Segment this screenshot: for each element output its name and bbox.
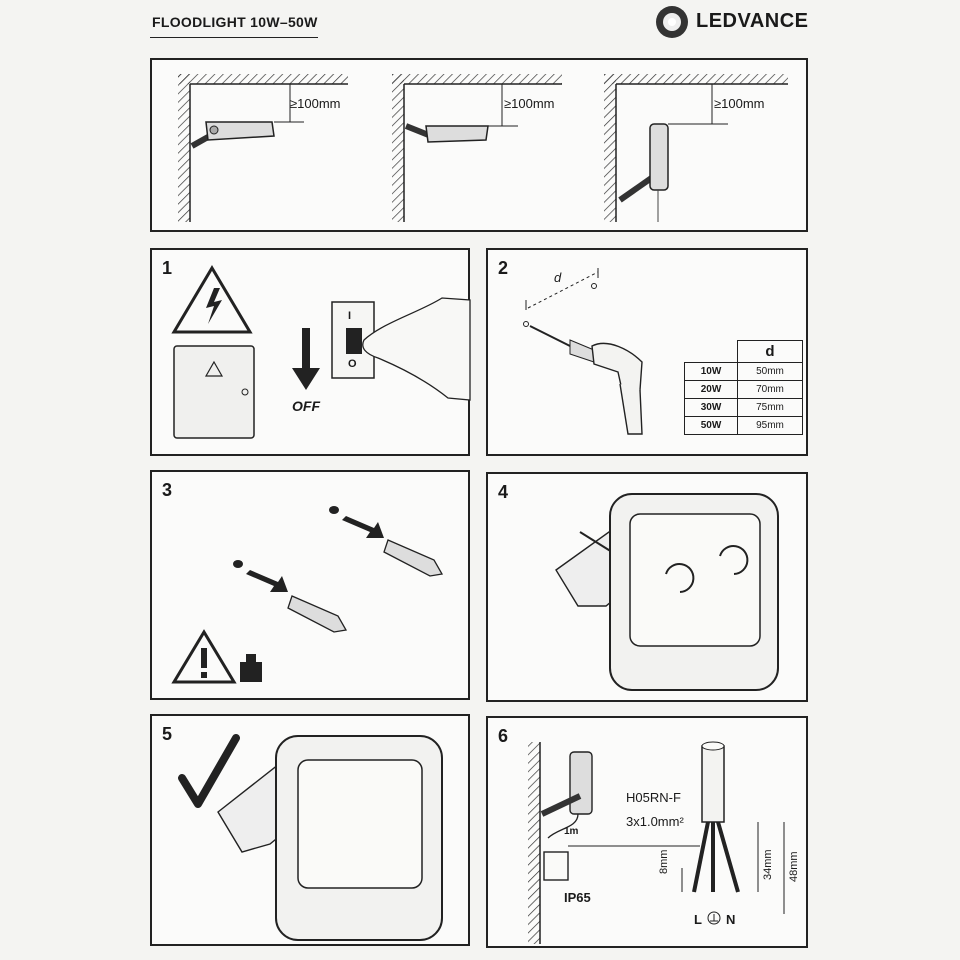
dimension-34mm: 34mm bbox=[762, 849, 774, 880]
dimension-48mm: 48mm bbox=[788, 851, 800, 882]
clearance-label-1: ≥100mm bbox=[290, 96, 341, 111]
clearance-label-2: ≥100mm bbox=[504, 96, 555, 111]
warning-icon bbox=[171, 629, 237, 684]
step-number: 4 bbox=[498, 482, 509, 502]
ceiling-wall-1 bbox=[178, 74, 348, 222]
step-number: 1 bbox=[162, 258, 173, 278]
hand-icon bbox=[362, 297, 471, 401]
step-number: 6 bbox=[498, 726, 509, 746]
wall-plug-icon bbox=[287, 539, 444, 633]
off-label: OFF bbox=[292, 398, 320, 414]
step1-panel: 1 I O OFF bbox=[150, 248, 471, 456]
floodlight-side-icon bbox=[540, 751, 593, 839]
terminal-n-label: N bbox=[726, 912, 736, 927]
step3-panel: 3 bbox=[150, 470, 470, 700]
mounting-panel: ≥100mm ≥100mm ≥100mm bbox=[150, 58, 808, 232]
weight-icon bbox=[240, 654, 262, 682]
floodlight-body-icon bbox=[609, 493, 779, 691]
ceiling-wall-2 bbox=[392, 74, 562, 222]
cable-spec-label: 3x1.0mm² bbox=[626, 814, 684, 829]
ceiling-wall-3 bbox=[604, 74, 788, 222]
step-number: 5 bbox=[162, 724, 173, 744]
wiring-illustration bbox=[528, 741, 785, 944]
ground-icon bbox=[707, 911, 721, 925]
wall-plug-illustration bbox=[171, 506, 444, 684]
clearance-label-3: ≥100mm bbox=[714, 96, 765, 111]
brand-logo: LEDVANCE bbox=[654, 4, 814, 40]
title-rule bbox=[150, 37, 318, 38]
wall-icon bbox=[528, 742, 541, 944]
floodlight-body-icon bbox=[275, 735, 443, 941]
dimension-lines bbox=[681, 822, 785, 914]
left-arrow-icon bbox=[246, 516, 384, 592]
fuse-box-icon bbox=[173, 345, 255, 439]
mounting-illustration bbox=[178, 74, 788, 222]
drill-illustration bbox=[523, 268, 643, 435]
drill-spacing-marks bbox=[523, 268, 599, 327]
step4-panel: 4 bbox=[486, 472, 808, 702]
step-number: 3 bbox=[162, 480, 173, 500]
terminal-l-label: L bbox=[694, 912, 702, 927]
step-number: 2 bbox=[498, 258, 509, 278]
switch-off-mark: O bbox=[348, 358, 357, 370]
rotate-arrow-icon bbox=[665, 545, 749, 593]
step6-panel: 6 bbox=[486, 716, 808, 948]
mounting-bracket-illustration bbox=[555, 493, 779, 691]
checkmark-icon bbox=[178, 734, 240, 808]
table-header: d bbox=[737, 340, 803, 363]
installed-floodlight-illustration bbox=[178, 734, 443, 941]
document-title: FLOODLIGHT 10W–50W bbox=[152, 14, 318, 30]
power-off-illustration bbox=[171, 265, 471, 439]
step5-panel: 5 bbox=[150, 714, 470, 946]
spacing-label: d bbox=[554, 270, 562, 285]
ip-rating-label: IP65 bbox=[564, 890, 591, 905]
electric-hazard-icon bbox=[171, 265, 253, 334]
brand-name: LEDVANCE bbox=[696, 10, 809, 32]
cable-length-label: 1m bbox=[564, 826, 579, 837]
junction-box-icon bbox=[543, 851, 569, 881]
wall-hole-icon bbox=[233, 506, 339, 568]
switch-on-mark: I bbox=[348, 310, 352, 322]
down-arrow-icon bbox=[292, 328, 320, 390]
cable-icon bbox=[692, 741, 740, 893]
ledvance-sun-icon bbox=[656, 6, 688, 38]
dimension-8mm: 8mm bbox=[658, 849, 670, 874]
drill-icon bbox=[529, 325, 643, 435]
cable-type-label: H05RN-F bbox=[626, 790, 681, 805]
